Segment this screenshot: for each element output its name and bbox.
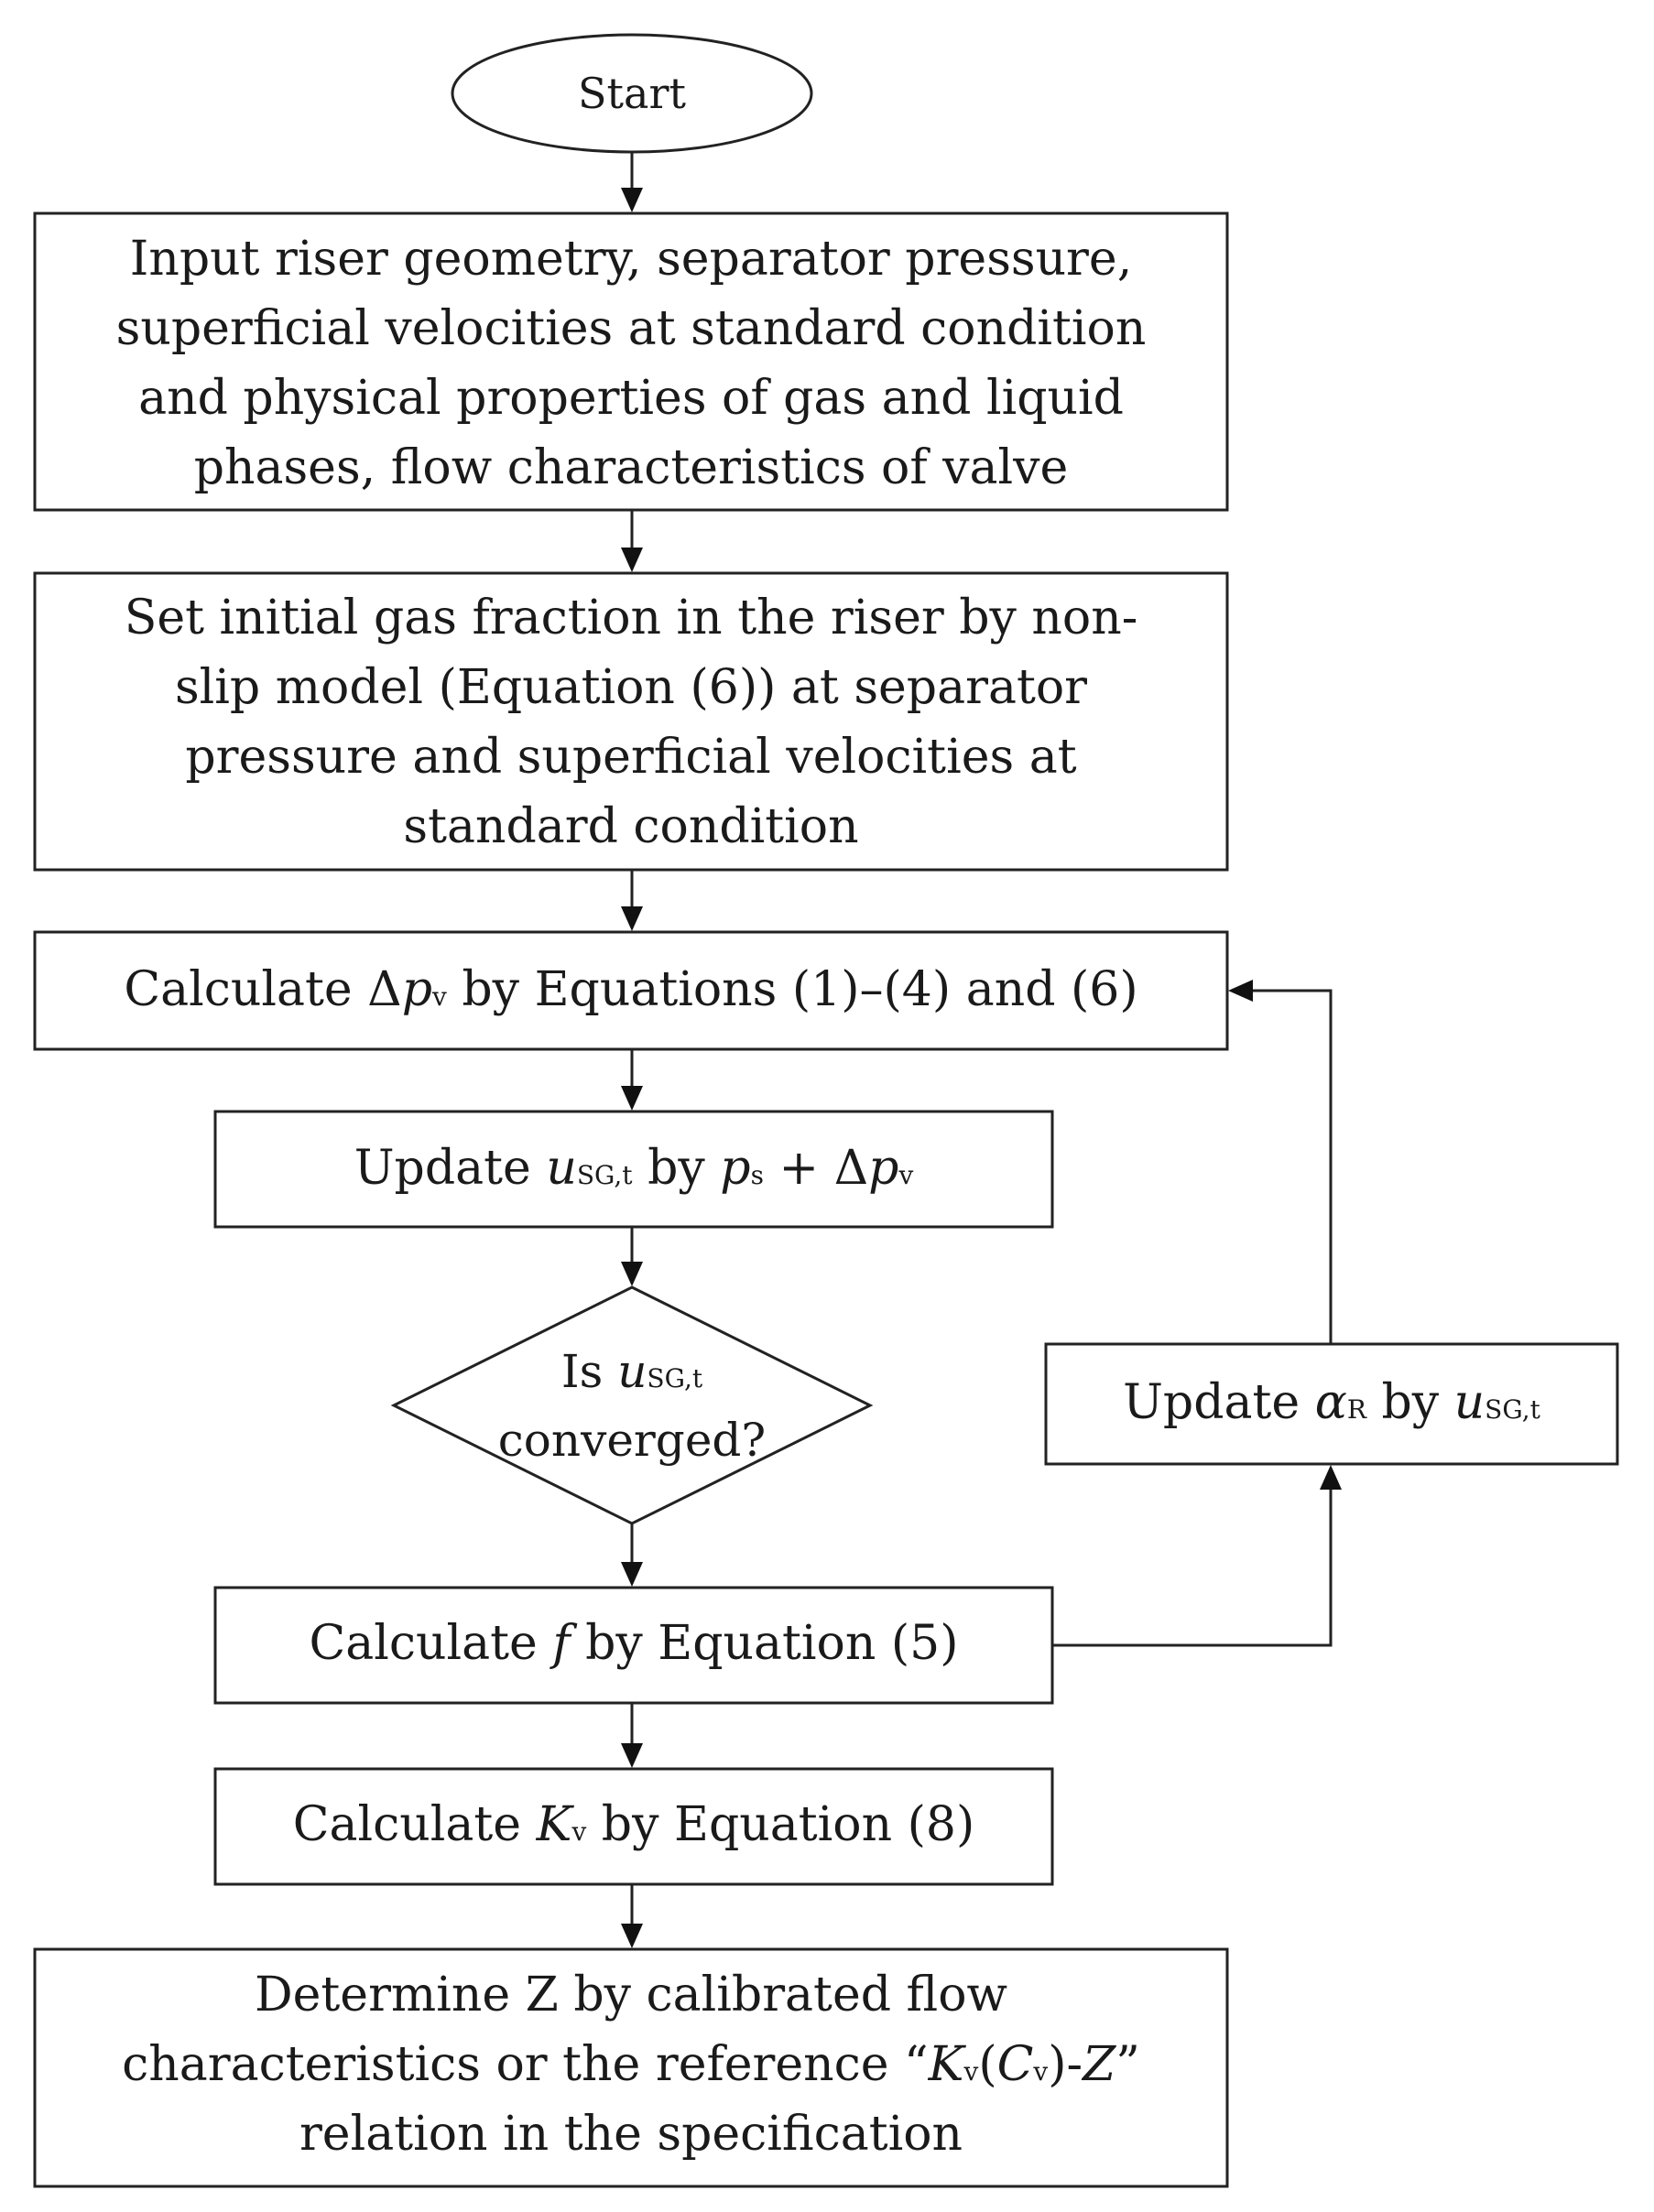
init-line-1: Set initial gas fraction in the riser by… bbox=[125, 591, 1138, 645]
init-line-3: pressure and superficial velocities at bbox=[185, 730, 1076, 785]
calc-dp-label: Calculate Δpv by Equations (1)–(4) and (… bbox=[124, 962, 1137, 1017]
arrowhead bbox=[621, 906, 643, 931]
update-usg-label: Update uSG,t by ps + Δpv bbox=[354, 1141, 914, 1196]
arrowhead bbox=[1320, 1465, 1342, 1490]
determine-line-1: Determine Z by calibrated flow bbox=[255, 1968, 1007, 2022]
arrow-calc-f-to-update-alpha bbox=[1052, 1490, 1333, 1647]
arrowhead bbox=[621, 1743, 643, 1768]
arrowhead bbox=[1228, 980, 1253, 1002]
decision-line-1: Is uSG,t bbox=[561, 1345, 703, 1398]
decision-line-2: converged? bbox=[498, 1414, 766, 1467]
input-line-1: Input riser geometry, separator pressure… bbox=[130, 232, 1132, 287]
input-line-3: and physical properties of gas and liqui… bbox=[138, 371, 1124, 426]
init-gas-fraction-box bbox=[33, 571, 1229, 872]
calc-kv-label: Calculate Kv by Equation (8) bbox=[293, 1797, 975, 1852]
init-line-2: slip model (Equation (6)) at separator bbox=[175, 660, 1087, 715]
determine-line-2: characteristics or the reference “Kv(Cv)… bbox=[122, 2037, 1140, 2092]
arrowhead bbox=[621, 1562, 643, 1587]
input-line-4: phases, flow characteristics of valve bbox=[194, 440, 1069, 495]
init-line-4: standard condition bbox=[403, 799, 858, 854]
arrow-update-alpha-to-calc-dp bbox=[1253, 989, 1333, 1344]
arrowhead bbox=[621, 1262, 643, 1286]
input-line-2: superficial velocities at standard condi… bbox=[116, 301, 1147, 356]
calc-kv-box bbox=[213, 1767, 1054, 1886]
determine-z-box bbox=[33, 1947, 1229, 2188]
update-alpha-label: Update αR by uSG,t bbox=[1123, 1375, 1541, 1430]
update-usg-box bbox=[213, 1110, 1054, 1229]
arrowhead bbox=[621, 1086, 643, 1111]
input-process-box bbox=[33, 211, 1229, 512]
start-label: Start bbox=[578, 69, 686, 118]
calc-f-label: Calculate f by Equation (5) bbox=[309, 1616, 958, 1671]
arrowhead bbox=[621, 548, 643, 572]
arrowhead bbox=[621, 188, 643, 212]
arrowhead bbox=[621, 1924, 643, 1948]
calc-dp-box bbox=[33, 930, 1229, 1051]
update-alpha-box bbox=[1044, 1342, 1619, 1466]
convergence-decision-diamond bbox=[390, 1285, 874, 1525]
determine-line-3: relation in the specification bbox=[299, 2107, 963, 2162]
